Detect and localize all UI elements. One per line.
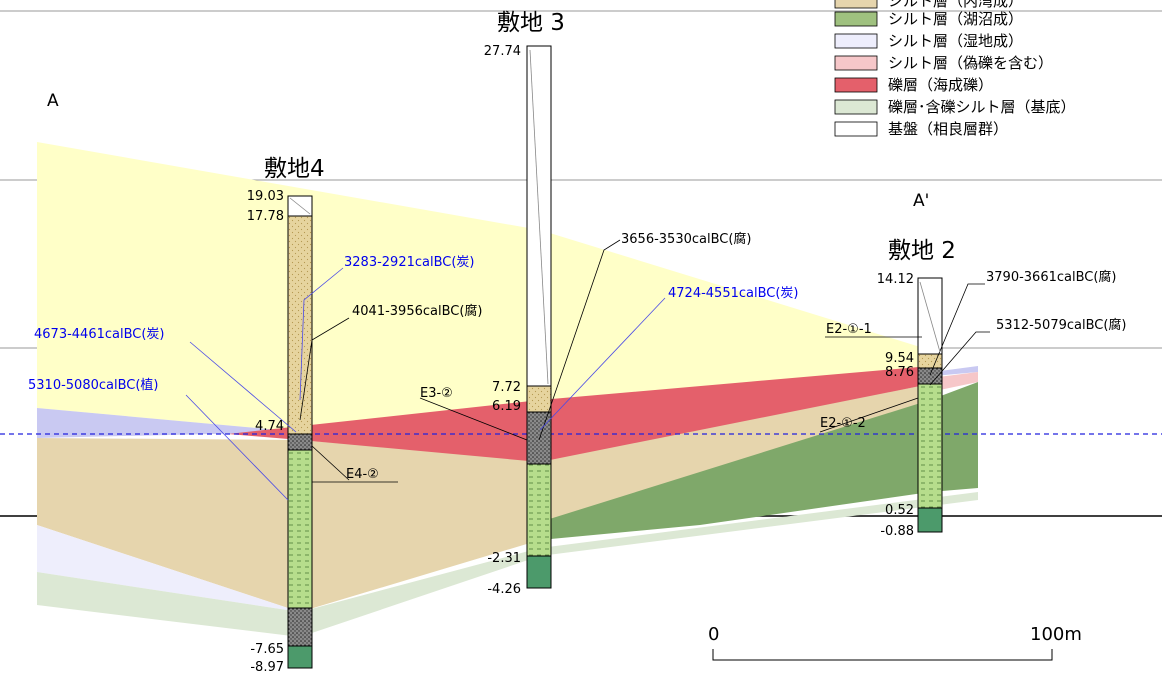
- date-label: 5312-5079calBC(腐): [996, 318, 1127, 333]
- section-label-a: A: [47, 91, 59, 111]
- scale-start-label: 0: [708, 624, 719, 645]
- site-name-4: 敷地4: [264, 156, 325, 182]
- layer-lake-silt: [540, 382, 978, 540]
- layer-basal-gravel: [37, 492, 978, 637]
- layer-marine-gravel: [228, 366, 930, 462]
- legend-label: 礫層･含礫シルト層（基底）: [888, 98, 1076, 116]
- sample-labels: E4-② E3-② E2-①-1 E2-①-2: [312, 322, 872, 483]
- site-name-3: 敷地 3: [497, 10, 565, 36]
- sample-label: E2-①-1: [826, 322, 872, 337]
- elevation-label: -0.88: [880, 524, 914, 539]
- section-label-a-prime: A': [913, 191, 929, 211]
- layer-inner-bay-silt: [37, 384, 930, 612]
- legend-label: 礫層（海成礫）: [888, 76, 993, 94]
- elevations-site2: 14.12 9.54 8.76 0.52 -0.88: [877, 272, 914, 539]
- layer-yellow-band: [37, 142, 930, 432]
- elevation-label: 8.76: [885, 365, 914, 380]
- elevations-site3: 27.74 7.72 6.19 -2.31 -4.26: [484, 44, 521, 597]
- sample-label: E2-①-2: [820, 416, 866, 431]
- elevation-label: -8.97: [250, 660, 284, 673]
- date-label: 4673-4461calBC(炭): [34, 327, 165, 342]
- borehole-site2: [917, 277, 943, 533]
- date-label: 3656-3530calBC(腐): [621, 232, 752, 247]
- legend-label: シルト層（偽礫を含む）: [888, 54, 1053, 72]
- layer-wetland-lower: [37, 525, 300, 612]
- elevation-label: -4.26: [487, 582, 521, 597]
- elevation-label: -7.65: [250, 642, 284, 657]
- sample-label: E4-②: [346, 467, 379, 482]
- legend: シルト層（内湾成） シルト層（湖沼成） シルト層（湿地成） シルト層（偽礫を含む…: [834, 0, 1076, 138]
- elevation-label: 9.54: [885, 351, 914, 366]
- legend-label: シルト層（湖沼成）: [888, 10, 1023, 28]
- cross-section-layers: [37, 142, 978, 637]
- elevation-label: 0.52: [885, 503, 914, 518]
- sample-label: E3-②: [420, 386, 453, 401]
- elevation-label: 4.74: [255, 419, 284, 434]
- legend-label: シルト層（湿地成）: [888, 32, 1023, 50]
- borehole-site3: [526, 45, 552, 589]
- elevation-label: -2.31: [487, 551, 521, 566]
- scale-end-label: 100m: [1030, 624, 1082, 645]
- elevation-label: 14.12: [877, 272, 914, 287]
- date-label: 4724-4551calBC(炭): [668, 286, 799, 301]
- scale-bar: 0 100m: [708, 624, 1082, 661]
- date-label: 4041-3956calBC(腐): [352, 304, 483, 319]
- elevation-label: 17.78: [247, 209, 284, 224]
- borehole-site4: [287, 195, 313, 669]
- elevation-label: 27.74: [484, 44, 521, 59]
- date-label: 3790-3661calBC(腐): [986, 270, 1117, 285]
- site-name-2: 敷地 2: [888, 238, 956, 264]
- date-label: 5310-5080calBC(植): [28, 378, 159, 393]
- legend-label: シルト層（内湾成）: [888, 0, 1023, 10]
- elevations-site4: 19.03 17.78 4.74 -7.65 -8.97: [247, 189, 284, 673]
- elevation-label: 6.19: [492, 399, 521, 414]
- radiocarbon-dates: 3283-2921calBC(炭) 4041-3956calBC(腐) 4673…: [28, 232, 1127, 393]
- date-label: 3283-2921calBC(炭): [344, 255, 475, 270]
- elevation-label: 7.72: [492, 380, 521, 395]
- legend-label: 基盤（相良層群）: [888, 120, 1008, 138]
- elevation-label: 19.03: [247, 189, 284, 204]
- leader-lines: [185, 49, 990, 501]
